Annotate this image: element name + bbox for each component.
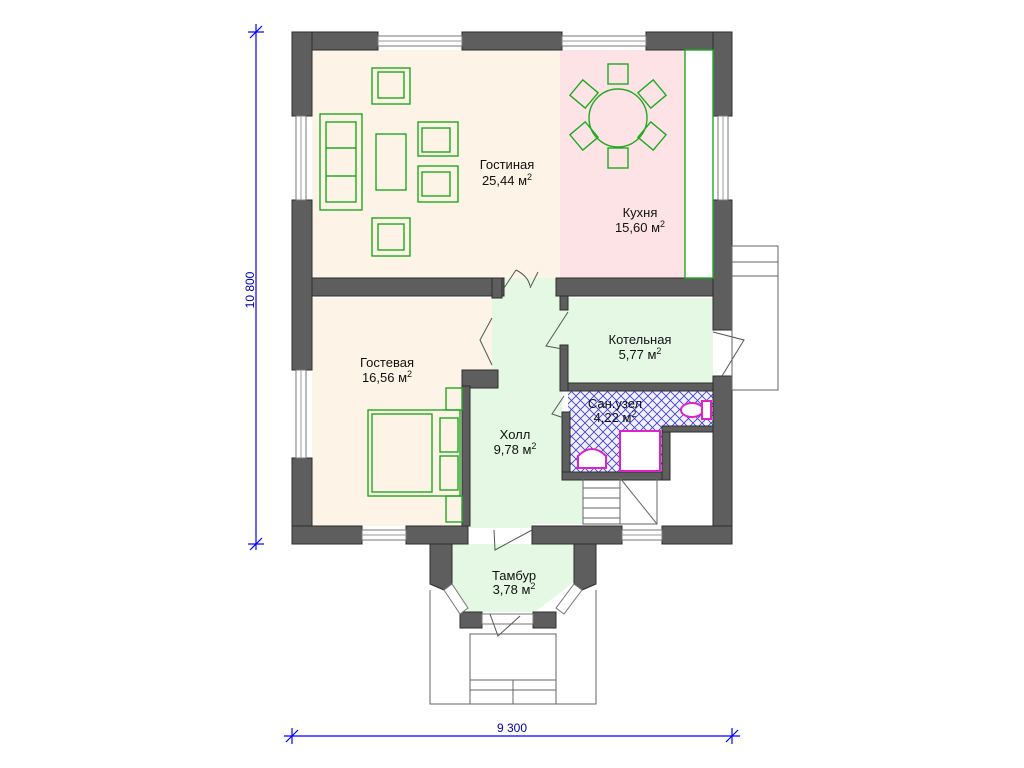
dimension-width-label: 9 300 [497,721,527,735]
kitchen-area: 15,60 м2 [615,219,665,235]
living-room-name: Гостиная [480,157,535,172]
window-top-right [561,35,647,47]
washbasin [577,448,607,469]
guest-room-furniture [367,387,463,523]
window-left-upper [295,115,307,201]
boiler-room-area: 5,77 м2 [619,346,662,362]
window-vestibule-right [555,583,583,615]
outer-walls [291,31,733,629]
hall-name: Холл [500,427,531,442]
armchair-top [371,67,411,105]
window-right-upper [717,115,729,201]
room-label-kitchen: Кухня 15,60 м2 [615,205,665,235]
room-label-hall: Холл 9,78 м2 [494,427,537,457]
toilet [680,400,712,420]
room-label-vestibule: Тамбур 3,78 м2 [492,568,536,597]
guest-room-name: Гостевая [360,355,414,370]
windows [295,35,729,625]
armchair-right-upper [417,121,459,157]
armchair-bottom [371,217,411,257]
room-label-guest: Гостевая 16,56 м2 [360,355,414,385]
inner-walls [311,277,714,527]
living-room-area: 25,44 м2 [482,172,532,188]
bathroom-name: Сан.узел [588,396,642,411]
bathroom-fixtures [577,400,712,472]
armchair-right-lower [417,165,459,203]
shower-tray [619,430,661,472]
dimension-vertical [248,24,264,551]
side-porch [731,245,779,391]
vestibule-area: 3,78 м2 [493,581,536,597]
kitchen-counter [684,49,714,279]
dining-table [588,88,648,148]
vestibule-name: Тамбур [492,568,536,583]
hall-area: 9,78 м2 [494,441,537,457]
boiler-room-name: Котельная [609,332,672,347]
hall-fill [470,278,583,528]
living-room-fill [312,50,560,278]
window-vestibule-left [443,583,469,615]
living-room-furniture [319,67,459,257]
room-label-living: Гостиная 25,44 м2 [480,157,535,188]
kitchen-name: Кухня [623,205,658,220]
window-top-left [377,35,463,47]
staircase [582,477,658,525]
guest-room-area: 16,56 м2 [362,369,412,385]
vestibule-fill [452,544,574,612]
coffee-table [375,133,407,191]
room-label-bathroom: Сан.узел 4,22 м2 [588,396,642,425]
front-steps [429,590,597,705]
nightstand-top [445,387,463,411]
window-left-lower [295,369,307,459]
boiler-room-fill [568,298,713,388]
nightstand-bottom [445,495,463,523]
dimension-height-label: 10 800 [243,271,257,308]
doors [479,269,745,637]
dining-set [568,63,668,169]
room-label-boiler: Котельная 5,77 м2 [609,332,672,362]
window-bottom-right [621,529,663,541]
room-fills [312,50,713,612]
sofa [319,113,363,211]
window-vestibule-front [481,613,534,625]
bathroom-area: 4,22 м2 [594,409,637,425]
bed [367,409,461,497]
dimension-horizontal [284,728,740,744]
window-bottom-left [361,529,407,541]
